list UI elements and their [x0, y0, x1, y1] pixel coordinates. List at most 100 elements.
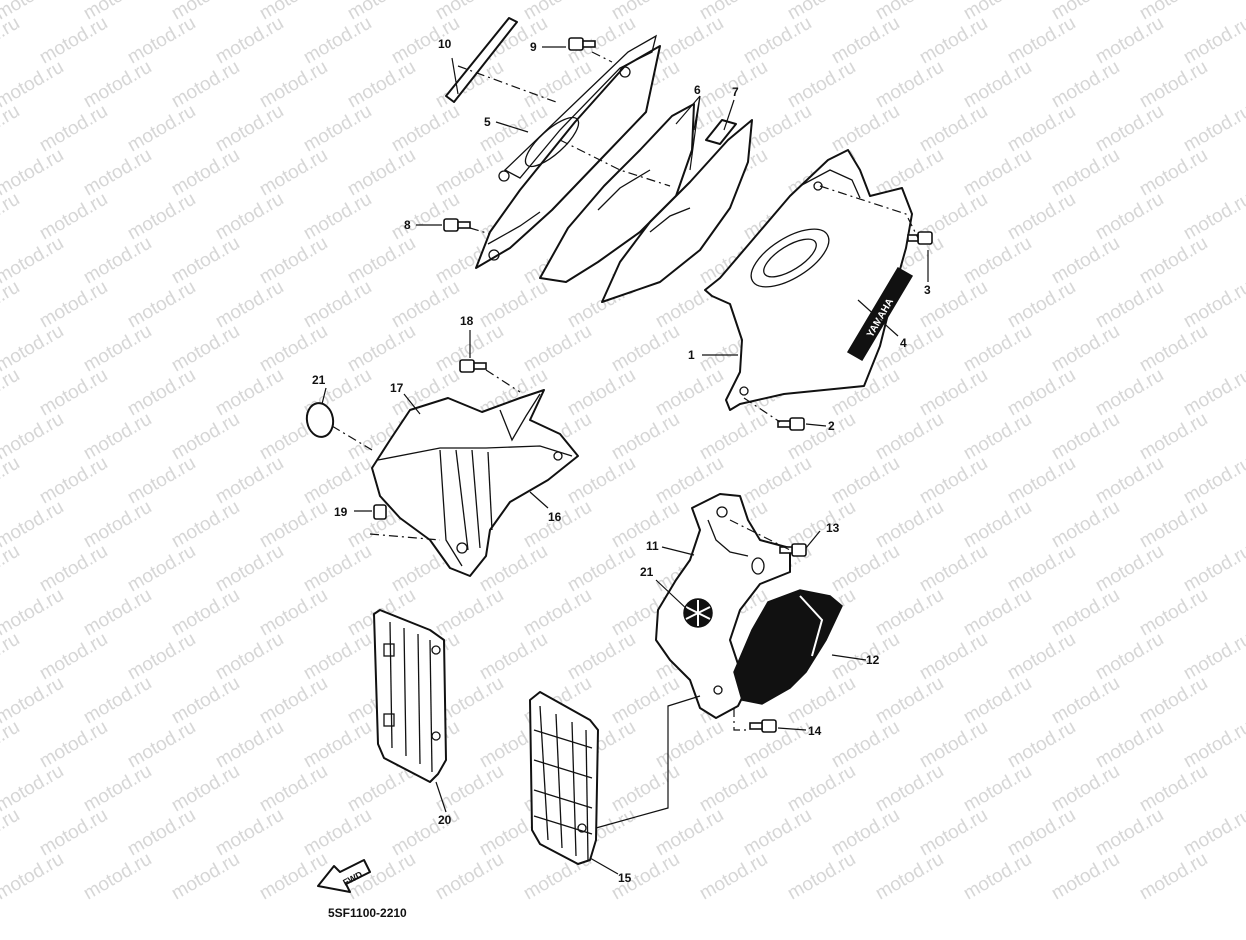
watermark-text: motod.ru [1136, 321, 1211, 377]
watermark-text: motod.ru [256, 145, 331, 201]
watermark-text: motod.ru [608, 409, 683, 465]
watermark-text: motod.ru [0, 717, 23, 773]
watermark-text: motod.ru [916, 365, 991, 421]
watermark-text: motod.ru [828, 717, 903, 773]
watermark-text: motod.ru [1048, 585, 1123, 641]
bolt-8 [443, 218, 471, 232]
watermark-text: motod.ru [344, 233, 419, 289]
watermark-text: motod.ru [960, 497, 1035, 553]
watermark-text: motod.ru [0, 629, 23, 685]
callout-8: 8 [404, 218, 411, 232]
callout-21-right: 21 [640, 565, 654, 579]
watermark-text: motod.ru [36, 277, 111, 333]
watermark-text: motod.ru [432, 585, 507, 641]
watermark-text: motod.ru [652, 805, 727, 861]
watermark-text: motod.ru [784, 761, 859, 817]
callout-16: 16 [548, 510, 562, 524]
watermark-text: motod.ru [872, 849, 947, 905]
watermark-text: motod.ru [36, 365, 111, 421]
watermark-text: motod.ru [0, 805, 23, 861]
watermark-text: motod.ru [80, 849, 155, 905]
watermark-text: motod.ru [740, 805, 815, 861]
watermark-text: motod.ru [80, 321, 155, 377]
watermark-text: motod.ru [1180, 277, 1246, 333]
callout-labels: 9 10 5 8 6 7 3 4 1 2 18 21 17 19 16 11 1… [312, 37, 931, 885]
watermark-text: motod.ru [212, 13, 287, 69]
watermark-text: motod.ru [212, 277, 287, 333]
callout-7: 7 [732, 85, 739, 99]
bolt-3 [907, 231, 933, 245]
watermark-text: motod.ru [696, 409, 771, 465]
watermark-text: motod.ru [124, 365, 199, 421]
watermark-text: motod.ru [652, 365, 727, 421]
watermark-text: motod.ru [1092, 189, 1167, 245]
watermark-text: motod.ru [300, 101, 375, 157]
watermark-text: motod.ru [256, 497, 331, 553]
watermark-text: motod.ru [872, 673, 947, 729]
watermark-text: motod.ru [1136, 673, 1211, 729]
watermark-text: motod.ru [36, 629, 111, 685]
watermark-text: motod.ru [36, 541, 111, 597]
watermark-text: motod.ru [300, 13, 375, 69]
watermark-text: motod.ru [1136, 233, 1211, 289]
callout-2: 2 [828, 419, 835, 433]
callout-19: 19 [334, 505, 348, 519]
watermark-text: motod.ru [300, 189, 375, 245]
callout-6: 6 [694, 83, 701, 97]
watermark-text: motod.ru [960, 233, 1035, 289]
watermark-text: motod.ru [828, 805, 903, 861]
watermark-text: motod.ru [0, 541, 23, 597]
callout-15: 15 [618, 871, 632, 885]
watermark-text: motod.ru [388, 101, 463, 157]
callout-20: 20 [438, 813, 452, 827]
watermark-text: motod.ru [256, 57, 331, 113]
watermark-text: motod.ru [1004, 805, 1079, 861]
watermark-text: motod.ru [124, 453, 199, 509]
watermark-text: motod.ru [1136, 849, 1211, 905]
watermark-text: motod.ru [80, 761, 155, 817]
watermark-text: motod.ru [168, 585, 243, 641]
watermark-text: motod.ru [784, 409, 859, 465]
watermark-text: motod.ru [212, 365, 287, 421]
part-10-stripe [445, 17, 518, 103]
watermark-text: motod.ru [300, 541, 375, 597]
watermark-text: motod.ru [520, 497, 595, 553]
watermark-text: motod.ru [1004, 101, 1079, 157]
bolt-9 [568, 37, 596, 51]
watermark-text: motod.ru [520, 57, 595, 113]
watermark-text: motod.ru [476, 277, 551, 333]
watermark-text: motod.ru [168, 409, 243, 465]
watermark-text: motod.ru [1004, 365, 1079, 421]
watermark-text: motod.ru [168, 849, 243, 905]
watermark-text: motod.ru [0, 277, 23, 333]
diagram-code: 5SF1100-2210 [328, 906, 407, 920]
part-21-emblem-left [305, 402, 335, 438]
watermark-text: motod.ru [168, 321, 243, 377]
watermark-text: motod.ru [1004, 277, 1079, 333]
watermark-text: motod.ru [1092, 629, 1167, 685]
watermark-text: motod.ru [960, 145, 1035, 201]
watermark-text: motod.ru [388, 805, 463, 861]
callout-13: 13 [826, 521, 840, 535]
watermark-text: motod.ru [168, 57, 243, 113]
watermark-text: motod.ru [212, 805, 287, 861]
watermark-text: motod.ru [784, 849, 859, 905]
callout-18: 18 [460, 314, 474, 328]
watermark-text: motod.ru [1004, 717, 1079, 773]
part-12-shroud-panel [733, 589, 843, 705]
watermark-text: motod.ru [0, 13, 23, 69]
leader-lines [321, 46, 929, 875]
watermark-text: motod.ru [476, 629, 551, 685]
watermark-text: motod.ru [1004, 453, 1079, 509]
watermark-text: motod.ru [1048, 321, 1123, 377]
watermark-text: motod.ru [168, 673, 243, 729]
watermark-text: motod.ru [0, 453, 23, 509]
callout-5: 5 [484, 115, 491, 129]
watermark-text: motod.ru [212, 101, 287, 157]
watermark-text: motod.ru [1180, 805, 1246, 861]
watermark-text: motod.ru [0, 365, 23, 421]
watermark-text: motod.ru [212, 189, 287, 245]
watermark-text: motod.ru [960, 57, 1035, 113]
watermark-text: motod.ru [1136, 585, 1211, 641]
